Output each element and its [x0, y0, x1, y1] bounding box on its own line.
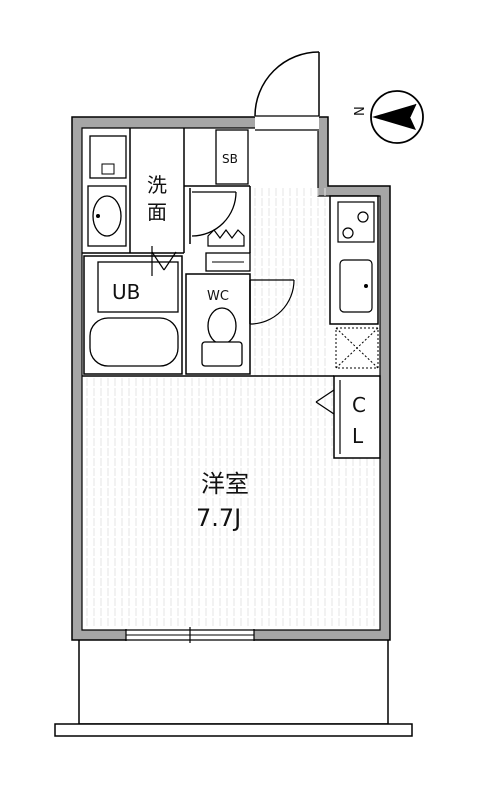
washroom-label-2: 面: [147, 200, 167, 224]
toilet-door[interactable]: [249, 279, 295, 325]
balcony-window[interactable]: [125, 627, 255, 643]
closet-door[interactable]: [315, 389, 335, 415]
kitchen: [329, 195, 379, 325]
compass-n-label: N: [353, 106, 368, 116]
entrance-door[interactable]: [254, 51, 320, 131]
bath-label: UB: [112, 280, 140, 304]
toilet-tank-icon: [201, 341, 243, 367]
unit-bath: UB: [83, 255, 183, 375]
washroom-label-1: 洗: [147, 173, 167, 197]
closet-label-1: C: [352, 393, 366, 417]
kitchen-sink-icon: [339, 259, 373, 313]
washroom-door[interactable]: [189, 188, 237, 244]
closet: C L: [333, 375, 381, 459]
toilet-bowl-icon: [207, 307, 237, 345]
bath-door[interactable]: [151, 246, 177, 276]
room-size-label: 7.7J: [196, 504, 241, 532]
toilet-room: WC: [185, 273, 251, 375]
north-compass-icon: N: [353, 90, 424, 144]
toilet-label: WC: [207, 289, 229, 304]
corridor-flooring: [250, 188, 330, 376]
shoe-box: SB: [215, 129, 249, 185]
vanity-sink-icon: [87, 185, 127, 247]
fridge-space: [335, 327, 379, 369]
balcony: [54, 635, 413, 737]
room-flooring: [84, 378, 378, 628]
closet-label-2: L: [352, 424, 364, 448]
washing-machine-pan: [89, 135, 127, 179]
washroom: 洗 面: [82, 128, 185, 254]
sliding-door[interactable]: [205, 229, 251, 272]
room-name-label: 洋室: [201, 470, 249, 498]
shoe-box-label: SB: [222, 152, 238, 166]
